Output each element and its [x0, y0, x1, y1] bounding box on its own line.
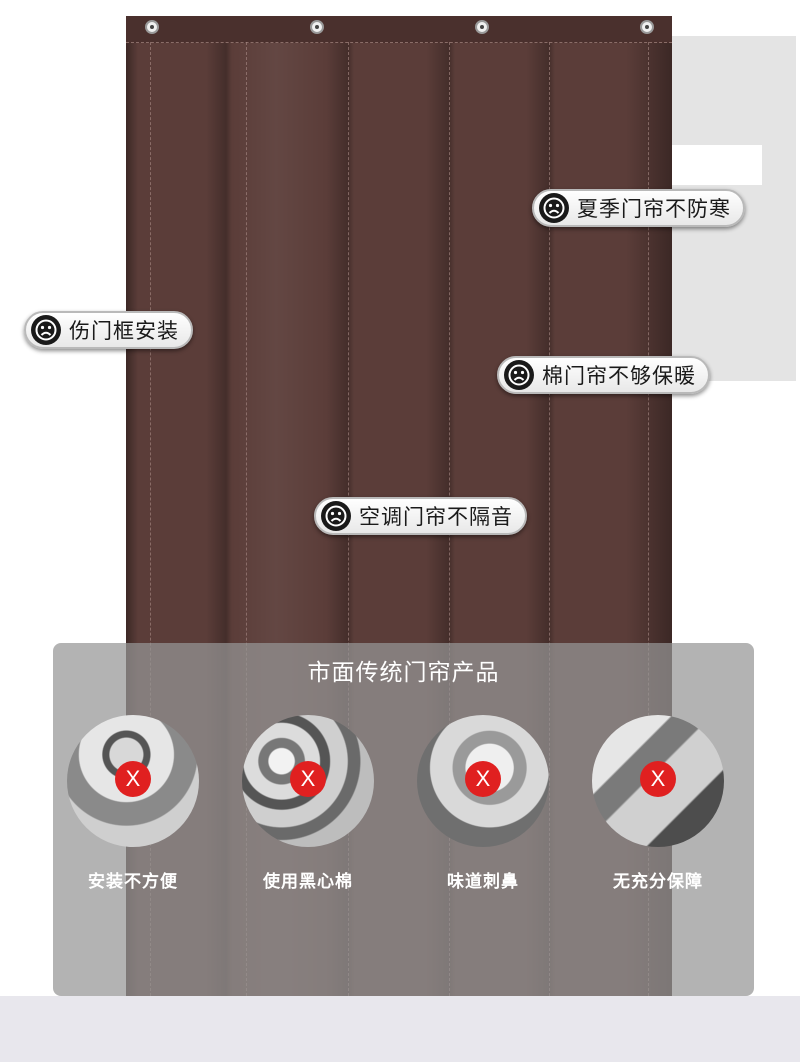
- sad-face-icon: [321, 501, 351, 531]
- badge-cotton-text: 棉门帘不够保暖: [542, 364, 696, 388]
- comparison-panel: 市面传统门帘产品 X 安装不方便 X 使用黑心棉 X 味道刺鼻 X 无充分保障: [53, 643, 754, 996]
- sad-face-icon: [504, 360, 534, 390]
- grommet-icon: [145, 20, 159, 34]
- curtain-seam: [150, 42, 151, 996]
- sad-face-icon: [539, 193, 569, 223]
- black-cotton-photo: X: [242, 715, 374, 847]
- x-mark-icon: X: [465, 761, 501, 797]
- badge-ac-text: 空调门帘不隔音: [359, 505, 513, 529]
- woman-holding-nose-photo: X: [417, 715, 549, 847]
- sad-face-icon: [31, 315, 61, 345]
- worker-drill-photo: X: [67, 715, 199, 847]
- issue-label: 安装不方便: [88, 872, 178, 892]
- issue-item: X 使用黑心棉: [240, 715, 376, 892]
- badge-cotton: 棉门帘不够保暖: [497, 356, 710, 394]
- issue-item: X 安装不方便: [65, 715, 201, 892]
- badge-frame: 伤门框安装: [24, 311, 193, 349]
- curtain-seam: [648, 42, 649, 996]
- bottom-band: [0, 996, 800, 1062]
- curtain-seam: [549, 42, 550, 996]
- grommet-icon: [640, 20, 654, 34]
- panel-title: 市面传统门帘产品: [307, 660, 500, 686]
- grommet-icon: [310, 20, 324, 34]
- curtain-seam: [246, 42, 247, 996]
- badge-frame-text: 伤门框安装: [69, 319, 179, 343]
- x-mark-icon: X: [290, 761, 326, 797]
- door-frame-gap: [672, 145, 762, 185]
- issue-item: X 味道刺鼻: [415, 715, 551, 892]
- issue-label: 味道刺鼻: [447, 872, 519, 892]
- issue-item: X 无充分保障: [590, 715, 726, 892]
- issue-label: 无充分保障: [613, 872, 703, 892]
- grommet-icon: [475, 20, 489, 34]
- curtain-header: [126, 16, 672, 43]
- badge-summer: 夏季门帘不防寒: [532, 189, 745, 227]
- badge-summer-text: 夏季门帘不防寒: [577, 197, 731, 221]
- badge-ac: 空调门帘不隔音: [314, 497, 527, 535]
- no-guarantee-photo: X: [592, 715, 724, 847]
- issue-label: 使用黑心棉: [263, 872, 353, 892]
- x-mark-icon: X: [115, 761, 151, 797]
- x-mark-icon: X: [640, 761, 676, 797]
